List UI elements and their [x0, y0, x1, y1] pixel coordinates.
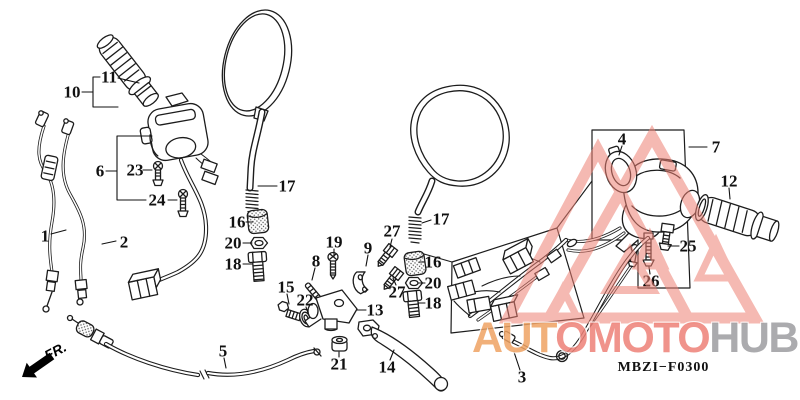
- callout-20: 20: [424, 273, 442, 293]
- callout-16: 16: [424, 252, 442, 272]
- callout-27: 27: [383, 221, 401, 241]
- screw-19: [327, 251, 339, 280]
- callout-15: 15: [277, 277, 295, 297]
- diagram-code: MBZI−F0300: [617, 360, 710, 375]
- screw-24: [177, 188, 189, 218]
- callout-4: 4: [617, 129, 627, 149]
- callout-13: 13: [366, 300, 384, 320]
- callout-19: 19: [325, 232, 343, 252]
- bolt-27-upper: [373, 242, 399, 271]
- callout-17: 17: [432, 209, 450, 229]
- fr-arrow: [22, 352, 55, 378]
- callout-18: 18: [224, 254, 242, 274]
- left-switch-housing: [127, 92, 219, 301]
- mirror-left: [221, 9, 293, 214]
- callout-8: 8: [311, 251, 321, 271]
- adjuster-bolt-left: [247, 250, 268, 282]
- callout-14: 14: [378, 357, 396, 377]
- callout-20: 20: [224, 233, 242, 253]
- left-grip: [96, 34, 159, 107]
- switch-cable-3: [498, 238, 649, 363]
- callout-2: 2: [119, 232, 129, 252]
- clutch-cable: [66, 314, 322, 380]
- callout-27: 27: [388, 282, 406, 302]
- adjuster-nut-left: [249, 236, 269, 250]
- throttle-cable-b: [61, 118, 88, 306]
- clutch-lever-14: [357, 319, 449, 392]
- callout-23: 23: [126, 160, 144, 180]
- screw-23: [152, 160, 164, 187]
- callout-7: 7: [711, 137, 721, 157]
- callout-21: 21: [330, 354, 348, 374]
- pivot-cap-21: [331, 335, 348, 352]
- right-grip: [694, 194, 780, 242]
- callout-11: 11: [100, 67, 118, 87]
- lever-bracket-13: [304, 289, 358, 332]
- callout-24: 24: [148, 190, 166, 210]
- callout-6: 6: [95, 161, 105, 181]
- bolt-15: [277, 300, 303, 322]
- callout-17: 17: [278, 176, 296, 196]
- throttle-cable-a: [34, 110, 60, 313]
- callout-18: 18: [424, 293, 442, 313]
- callout-3: 3: [517, 367, 527, 387]
- callout-25: 25: [679, 236, 697, 256]
- callout-12: 12: [720, 171, 738, 191]
- callout-26: 26: [642, 271, 660, 291]
- wire-harness: [446, 237, 578, 322]
- callout-22: 22: [296, 290, 314, 310]
- callout-9: 9: [363, 238, 373, 258]
- callout-16: 16: [228, 212, 246, 232]
- adjuster-boot-right: [403, 250, 427, 277]
- adjuster-bolt-right: [402, 289, 423, 319]
- callout-1: 1: [40, 226, 50, 246]
- clamp-9: [352, 271, 369, 295]
- mirror-right: [408, 84, 510, 244]
- callout-5: 5: [218, 341, 228, 361]
- callout-10: 10: [63, 82, 81, 102]
- spring-pin-8: [304, 282, 322, 301]
